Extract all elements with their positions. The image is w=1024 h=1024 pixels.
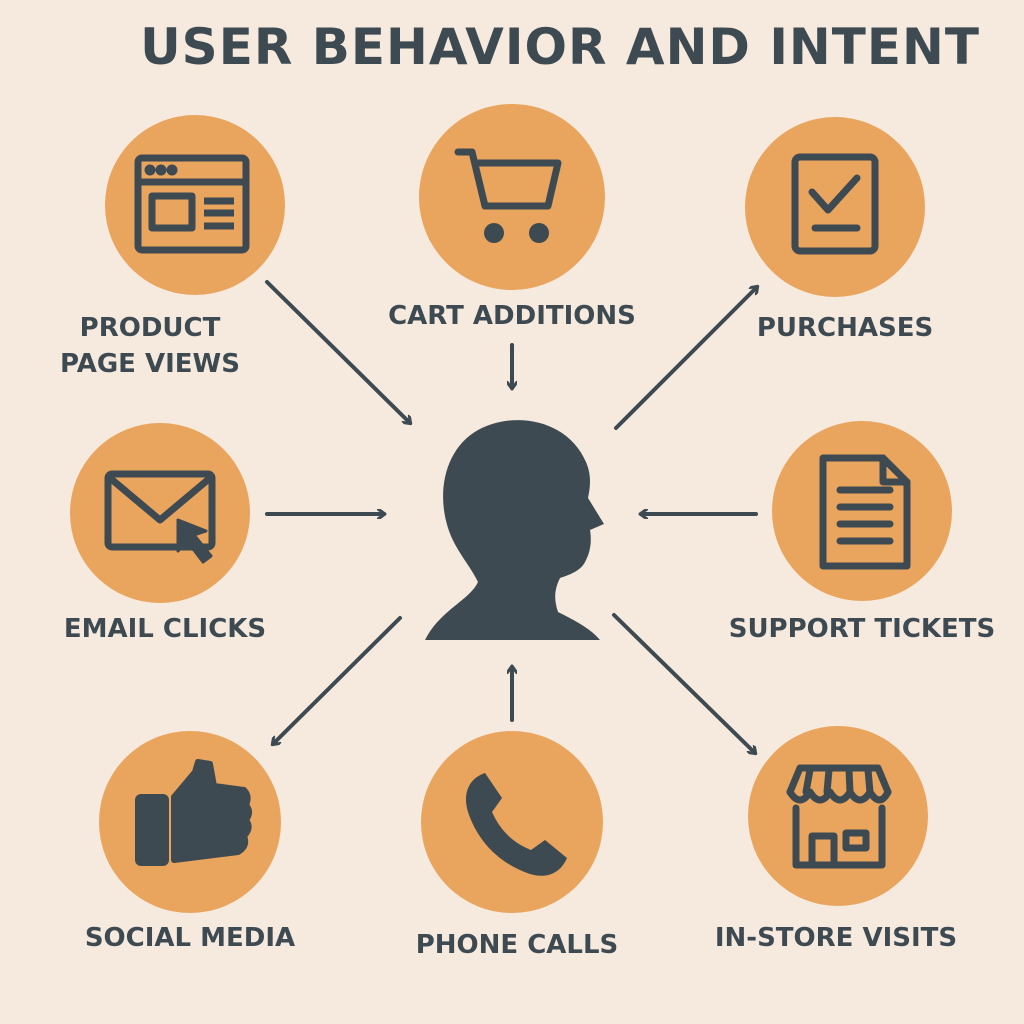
- storefront-icon: [786, 764, 892, 869]
- thumbs-up-icon: [135, 759, 252, 866]
- node-label-cart-additions: CART ADDITIONS: [388, 301, 636, 331]
- node-circle-email-clicks: [70, 423, 250, 603]
- document-icon: [819, 454, 911, 570]
- arrow-product-page-views: [265, 280, 410, 423]
- checklist-icon: [791, 153, 879, 255]
- arrow-purchases: [614, 287, 757, 430]
- node-circle-cart-additions: [419, 104, 605, 290]
- email-click-icon: [104, 470, 216, 564]
- node-circle-in-store-visits: [748, 726, 928, 906]
- shopping-cart-icon: [454, 148, 562, 243]
- node-label-product-page-views: PRODUCT PAGE VIEWS: [60, 313, 240, 379]
- flow-arrows: [265, 280, 757, 753]
- node-label-email-clicks: EMAIL CLICKS: [63, 614, 267, 644]
- arrow-in-store-visits: [612, 613, 755, 753]
- node-label-phone-calls: PHONE CALLS: [415, 930, 619, 960]
- node-circle-support-tickets: [772, 421, 952, 601]
- arrow-social-media: [273, 616, 402, 744]
- browser-window-icon: [134, 154, 250, 254]
- phone-icon: [465, 773, 567, 876]
- page-title: USER BEHAVIOR AND INTENT: [140, 18, 980, 76]
- node-label-purchases: PURCHASES: [756, 313, 934, 343]
- user-head-silhouette-icon: [425, 420, 604, 640]
- node-circle-phone-calls: [421, 731, 603, 913]
- node-label-social-media: SOCIAL MEDIA: [84, 923, 296, 953]
- node-label-in-store-visits: IN-STORE VISITS: [714, 923, 958, 953]
- node-label-support-tickets: SUPPORT TICKETS: [728, 614, 996, 644]
